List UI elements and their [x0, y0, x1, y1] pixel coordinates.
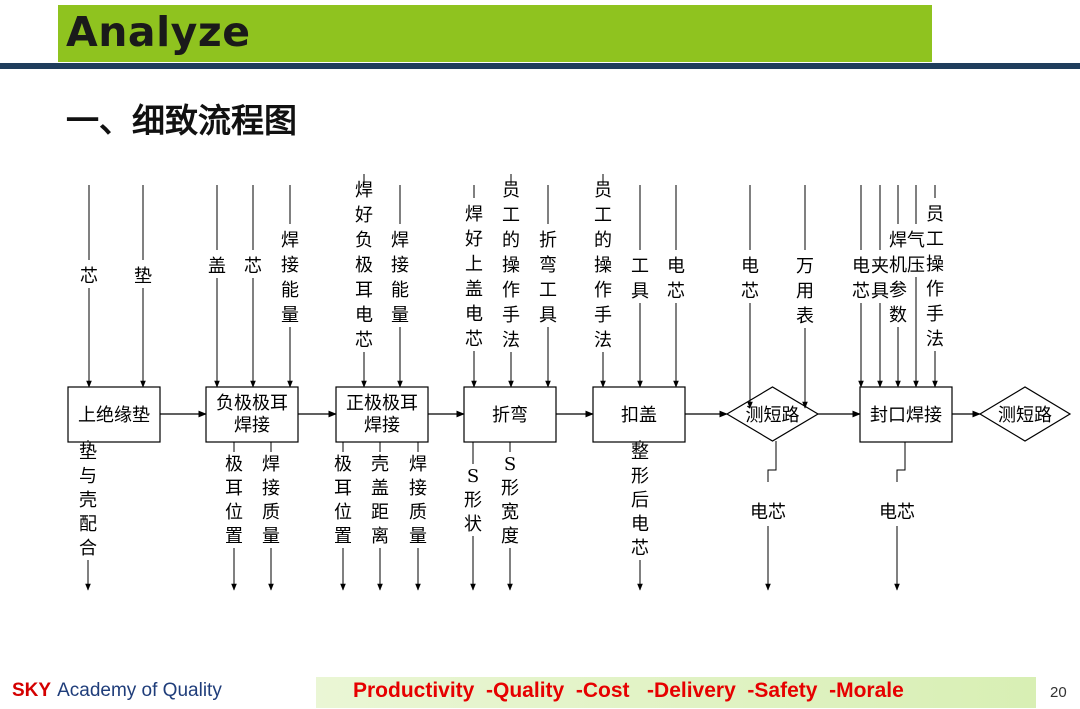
output-label: 电芯 — [750, 502, 786, 523]
page-number: 20 — [1050, 684, 1067, 701]
footer-slogan: Productivity -Quality -Cost -Delivery -S… — [353, 679, 904, 702]
output-line — [767, 441, 777, 482]
output-label: 焊接质量 — [262, 454, 280, 547]
input-label: 焊好负极耳电芯 — [355, 180, 373, 351]
input-label: 夹具 — [871, 256, 889, 302]
page-title: Analyze — [66, 8, 251, 56]
input-label: 焊机参数 — [889, 230, 907, 326]
input-label: 电芯 — [852, 256, 870, 302]
input-label: 折弯工具 — [539, 230, 557, 326]
brand-org: Academy of Quality — [57, 680, 222, 701]
node-label: 折弯 — [492, 405, 528, 426]
output-label: 极耳位置 — [225, 454, 243, 547]
process-node — [592, 386, 686, 443]
process-node — [335, 386, 429, 443]
input-label: 员工的操作手法 — [594, 180, 612, 351]
input-label: 盖 — [208, 256, 226, 277]
footer-band — [316, 677, 1036, 708]
title-bar — [58, 5, 932, 62]
node-label: 测短路 — [746, 405, 800, 426]
node-label: 上绝缘垫 — [78, 405, 150, 426]
input-label: 气压 — [907, 230, 925, 276]
output-label: 焊接质量 — [409, 454, 427, 547]
process-node — [859, 386, 953, 443]
input-label: 电芯 — [741, 256, 759, 302]
output-label: 壳盖距离 — [371, 454, 389, 547]
input-label: 垫 — [134, 266, 152, 287]
output-label: 电芯 — [879, 502, 915, 523]
input-label: 焊接能量 — [391, 230, 409, 326]
input-label: 焊好上盖电芯 — [465, 204, 483, 350]
header-divider — [0, 63, 1080, 69]
node-label: 焊接 — [364, 415, 400, 436]
node-label: 负极极耳 — [216, 393, 288, 414]
input-label: 芯 — [80, 266, 98, 287]
decision-node — [978, 386, 1072, 442]
output-label: 垫与壳配合 — [79, 442, 97, 559]
input-label: 工具 — [631, 256, 649, 302]
input-label: 员工操作手法 — [926, 204, 944, 350]
output-label: 极耳位置 — [334, 454, 352, 547]
process-node — [67, 386, 161, 443]
node-label: 测短路 — [998, 405, 1052, 426]
node-label: 扣盖 — [621, 405, 657, 426]
node-label: 封口焊接 — [870, 405, 942, 426]
input-label: 芯 — [244, 256, 262, 277]
input-label: 电芯 — [667, 256, 685, 302]
node-label: 焊接 — [234, 415, 270, 436]
input-label: 万用表 — [796, 256, 814, 327]
input-label: 员工的操作手法 — [502, 180, 520, 351]
output-line — [896, 442, 906, 482]
input-label: 焊接能量 — [281, 230, 299, 326]
output-label: 整形后电芯 — [631, 442, 649, 559]
node-label: 正极极耳 — [346, 393, 418, 414]
page-subtitle: 一、细致流程图 — [66, 101, 297, 140]
brand-sky: SKY — [12, 680, 52, 701]
